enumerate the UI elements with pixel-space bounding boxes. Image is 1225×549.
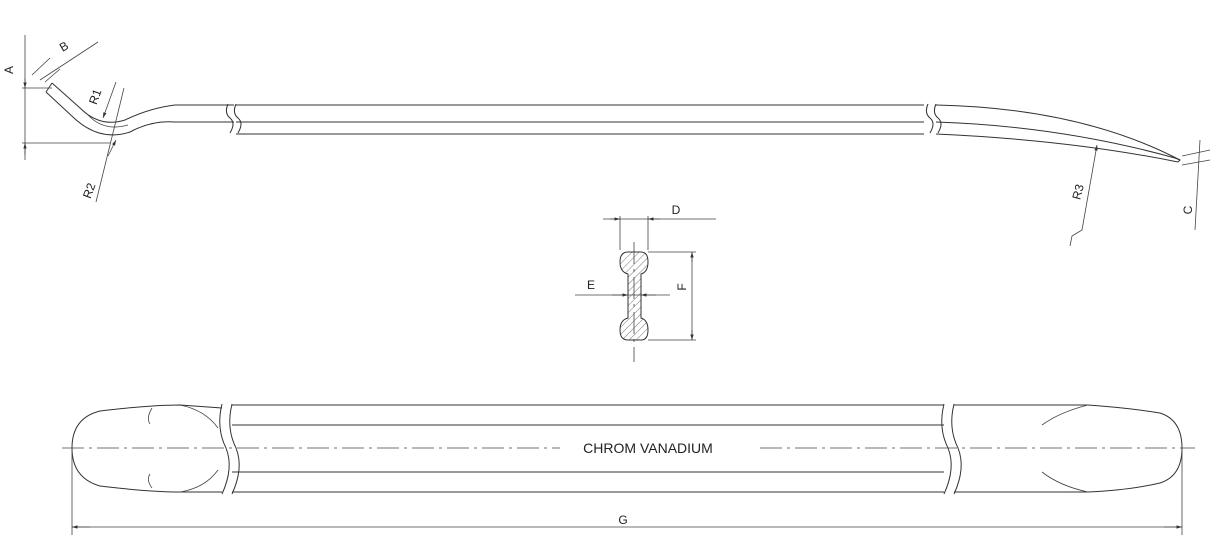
dim-r3-label: R3 xyxy=(1069,182,1087,201)
top-view-break-right-a xyxy=(941,403,952,495)
side-view-break-right-b xyxy=(933,103,942,134)
side-view-bend-inner-line xyxy=(59,89,129,128)
dim-c-lines xyxy=(1181,139,1211,231)
side-view-break-left-a xyxy=(225,103,234,134)
dim-d-lines xyxy=(603,216,716,250)
top-view: CHROM VANADIUM G xyxy=(62,403,1195,535)
material-text: CHROM VANADIUM xyxy=(583,440,713,456)
top-view-break-right-b xyxy=(951,403,962,495)
side-view-break-left-stub xyxy=(222,104,234,123)
top-view-right-end xyxy=(954,404,1183,493)
dim-f-lines xyxy=(648,251,696,341)
dim-a-lines xyxy=(22,35,110,160)
dim-r2-leader-line xyxy=(95,87,125,203)
cross-section-profile xyxy=(619,251,649,341)
top-view-break-left-b xyxy=(229,403,240,495)
dim-r2-label: R2 xyxy=(80,181,99,201)
dim-e-label: E xyxy=(587,278,595,292)
dim-r3-leader xyxy=(1069,144,1098,247)
dim-b-lines xyxy=(31,41,99,83)
side-view-curved-end xyxy=(935,104,1181,163)
dim-r2-arrow xyxy=(107,139,117,157)
side-view-right-tip xyxy=(1174,157,1181,163)
dim-g-lines xyxy=(71,450,1183,535)
top-view-left-bevel xyxy=(179,404,219,493)
dim-c-label: C xyxy=(1181,205,1195,214)
top-view-left-end xyxy=(71,404,223,493)
side-view: A B R1 R2 R3 C xyxy=(2,35,1211,247)
top-view-right-bevel xyxy=(1041,404,1089,493)
dim-b-label: B xyxy=(57,38,71,54)
dim-a-label: A xyxy=(2,66,16,74)
side-view-shank xyxy=(236,104,924,135)
dim-g-label: G xyxy=(618,513,627,527)
dim-r1-label: R1 xyxy=(86,87,105,107)
dim-d-label: D xyxy=(672,203,681,217)
side-view-break-left-b xyxy=(233,103,242,134)
cross-section-view: D E F xyxy=(575,203,716,362)
side-view-break-right-a xyxy=(925,103,934,134)
top-view-left-ticks xyxy=(148,407,153,489)
side-view-bent-tip xyxy=(45,82,222,136)
top-view-shank xyxy=(232,404,944,493)
dim-f-label: F xyxy=(675,283,689,290)
top-view-break-left-a xyxy=(219,403,230,495)
dim-r1-leader xyxy=(102,81,117,119)
